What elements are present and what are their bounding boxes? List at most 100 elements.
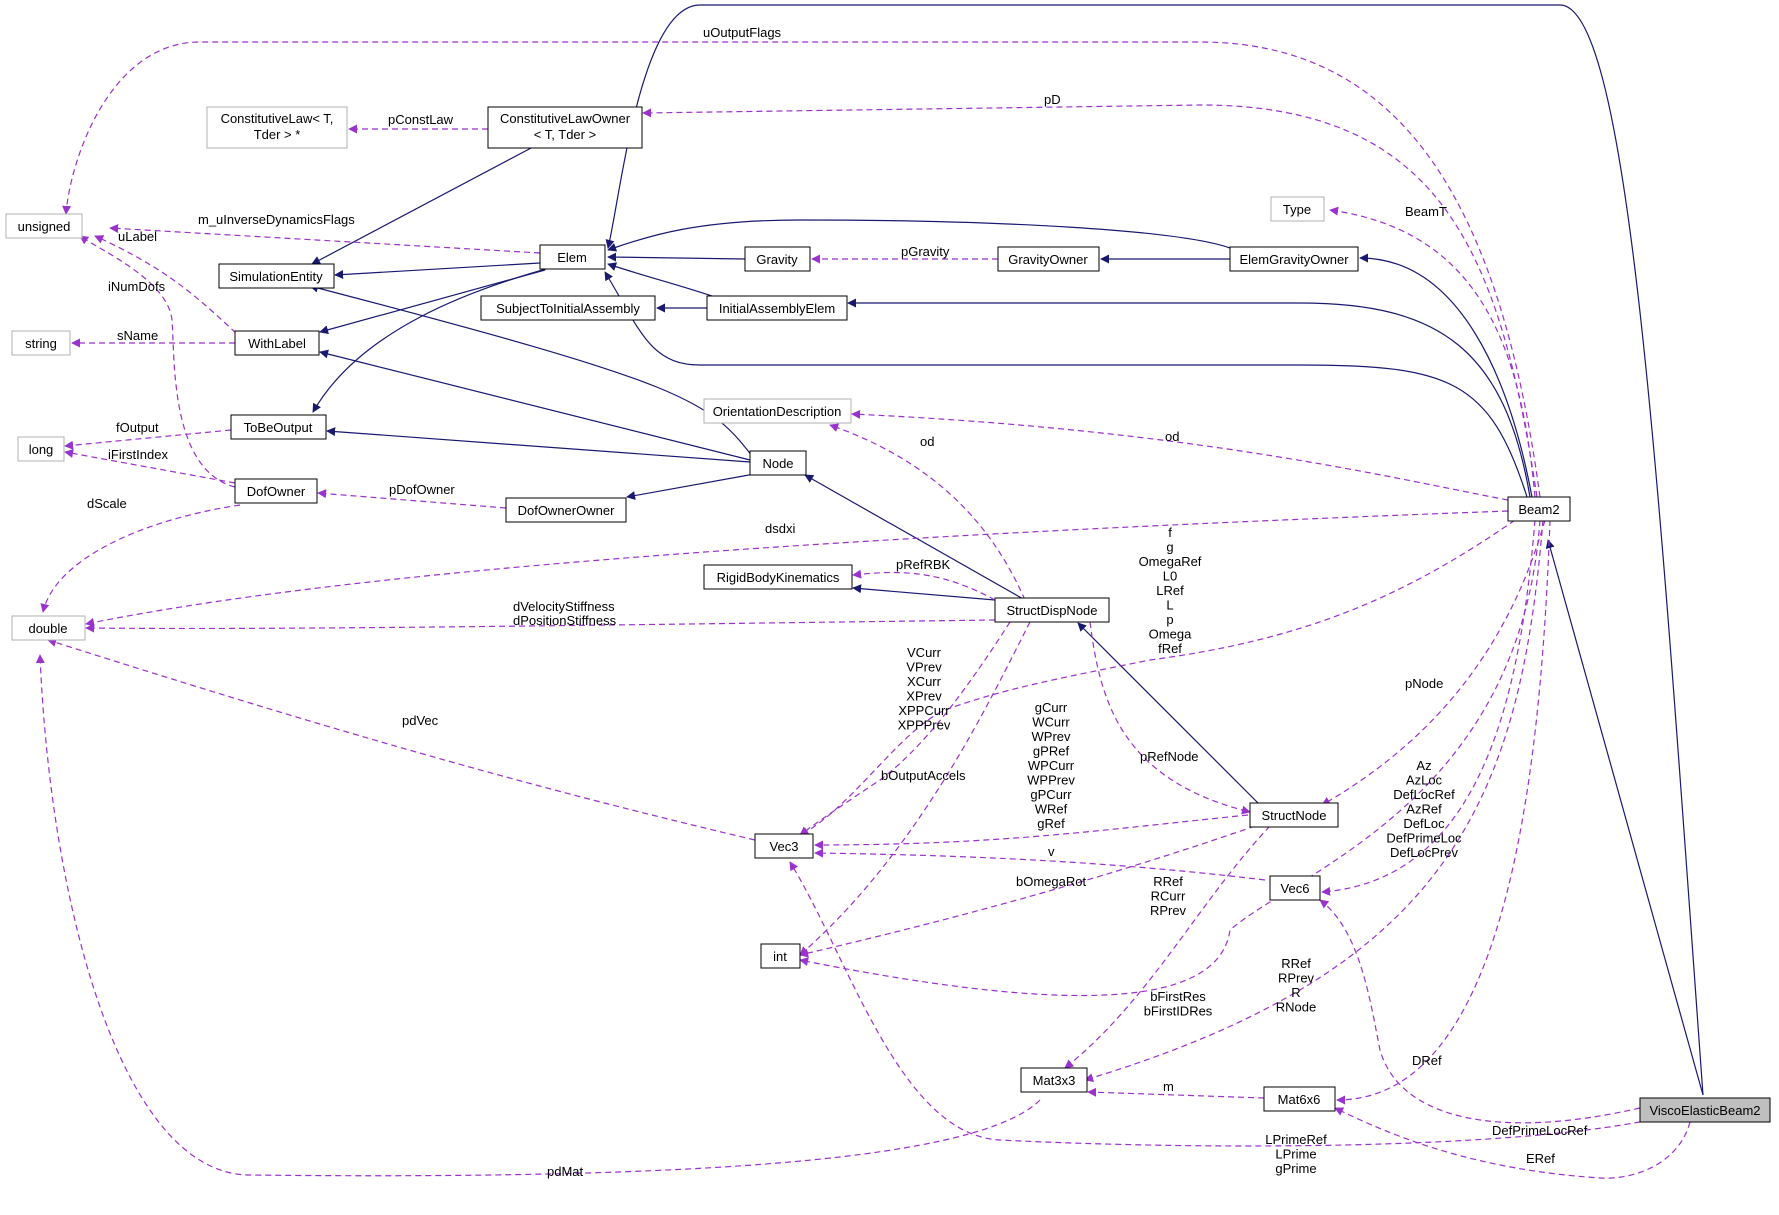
node-structnode[interactable]: StructNode [1249,802,1339,828]
node-mat3x3-label: Mat3x3 [1033,1073,1076,1088]
edge-beam2-pnode [1321,519,1546,806]
edge-label-line: gPrime [1275,1161,1316,1176]
edge-beam2-dsdxi [85,510,1509,627]
node-constitutivelawowner[interactable]: ConstitutiveLawOwner < T, Tder > [487,106,643,149]
edge-label-line: LPrime [1275,1147,1316,1162]
edge-label-line: WPrev [1032,729,1072,744]
node-simulationentity[interactable]: SimulationEntity [218,263,335,289]
edge-beam2-mat3x3 [1084,519,1544,1082]
edge-structnode-to-structdispnode [1077,622,1263,808]
node-dofowner[interactable]: DofOwner [234,478,318,504]
nodes: ConstitutiveLaw< T, Tder > * Constitutiv… [5,106,1771,1123]
edge-beam2-vec6 [1321,519,1536,896]
edge-beam2-to-elem [604,271,1528,498]
node-unsigned-label: unsigned [18,219,71,234]
edge-label-line: WRef [1035,802,1068,817]
node-withlabel[interactable]: WithLabel [234,330,320,356]
node-initialassemblyelem[interactable]: InitialAssemblyElem [706,295,848,321]
edge-dofowner-inumdofs [79,235,236,488]
node-long[interactable]: long [17,436,65,462]
edge-label-line: Az [1416,758,1431,773]
node-viscoelasticbeam2[interactable]: ViscoElasticBeam2 [1639,1097,1771,1123]
edge-label-line: R [1291,985,1300,1000]
node-beam2[interactable]: Beam2 [1507,496,1571,522]
label-dscale: dScale [87,496,127,511]
edge-structdispnode-to-rigidbody [852,584,996,601]
edge-structdispnode-prefnode [1089,621,1251,815]
label-od-beam: od [1165,429,1179,444]
node-mat6x6[interactable]: Mat6x6 [1263,1086,1336,1112]
node-dofownerowner[interactable]: DofOwnerOwner [505,497,627,523]
edge-label-line: gCurr [1035,700,1068,715]
node-elem[interactable]: Elem [539,244,606,270]
edge-tobeoutput-foutput [64,429,232,450]
node-elemgravityowner[interactable]: ElemGravityOwner [1229,246,1359,272]
node-type-label: Type [1283,202,1311,217]
label-bomegarot: bOmegaRot [1016,874,1086,889]
edge-label-line: VCurr [907,645,942,660]
node-type[interactable]: Type [1270,196,1325,222]
node-unsigned[interactable]: unsigned [5,213,83,239]
edge-label-line: RRef [1153,874,1183,889]
node-subjecttoinitialassembly[interactable]: SubjectToInitialAssembly [480,295,656,321]
edge-mat3x3-pdmat [35,654,1041,1177]
node-gravity[interactable]: Gravity [744,246,811,272]
edge-elem-uinversedynamics [109,223,541,254]
edge-label-line: WPCurr [1028,758,1075,773]
edge-label-line: OmegaRef [1139,554,1202,569]
node-gravityowner-label: GravityOwner [1008,252,1088,267]
edge-visco-vec6 [1319,899,1641,1124]
node-rigidbodykinematics[interactable]: RigidBodyKinematics [703,564,853,590]
edge-label-line: gPCurr [1030,787,1072,802]
node-structdispnode[interactable]: StructDispNode [994,597,1110,623]
edge-label-line: XCurr [907,674,942,689]
node-vec3[interactable]: Vec3 [754,833,814,859]
node-mat3x3[interactable]: Mat3x3 [1020,1067,1088,1093]
label-ifirstindex: iFirstIndex [108,447,168,462]
label-prefnode: pRefNode [1140,749,1199,764]
edge-vec3-pdvec [47,638,756,841]
label-defprimelocref: DefPrimeLocRef [1492,1123,1588,1138]
node-double[interactable]: double [11,615,86,641]
node-gravity-label: Gravity [756,252,798,267]
node-rigidbodykinematics-label: RigidBodyKinematics [717,570,840,585]
edge-beam2-to-initialassemblyelem [847,298,1531,498]
edge-structdispnode-boutputaccels [799,621,1031,956]
node-structdispnode-label: StructDispNode [1006,603,1097,618]
node-withlabel-label: WithLabel [248,336,306,351]
edge-label-line: RRef [1281,956,1311,971]
node-string[interactable]: string [11,330,71,356]
node-structnode-label: StructNode [1261,808,1326,823]
edge-node-to-withlabel [319,349,751,461]
edge-label-line: AzLoc [1406,773,1443,788]
label-pgravity: pGravity [901,244,950,259]
node-node[interactable]: Node [749,450,807,476]
edge-structdispnode-prefrbk [852,569,996,601]
node-mat6x6-label: Mat6x6 [1278,1092,1321,1107]
label-dsdxi: dsdxi [765,521,795,536]
edge-label-line: WPPrev [1027,773,1075,788]
edge-structnode-mat3x3 [1064,825,1271,1069]
edge-dofownerowner-pdofowner [317,489,507,509]
edge-label-line: DefPrimeLoc [1386,831,1462,846]
edge-visco-mat6x6 [1334,1107,1691,1179]
node-vec6[interactable]: Vec6 [1269,875,1321,901]
edge-elem-to-simulationentity [334,262,541,280]
label-foutput: fOutput [116,420,159,435]
node-orientationdescription[interactable]: OrientationDescription [703,398,852,424]
node-tobeoutput[interactable]: ToBeOutput [230,414,327,440]
node-gravityowner[interactable]: GravityOwner [997,246,1100,272]
edge-label-line: Omega [1149,627,1192,642]
node-int[interactable]: int [760,943,801,969]
node-constitutivelawowner-line2: < T, Tder > [534,127,596,142]
node-constitutivelaw[interactable]: ConstitutiveLaw< T, Tder > * [206,106,348,149]
label-dref: DRef [1412,1053,1442,1068]
edge-labels: uOutputFlags pD pConstLaw m_uInverseDyna… [87,25,1588,1179]
node-elemgravityowner-label: ElemGravityOwner [1239,252,1349,267]
usage-edges [35,41,1691,1179]
label-pnode: pNode [1405,676,1443,691]
label-pconstlaw: pConstLaw [388,112,454,127]
node-vec6-label: Vec6 [1281,881,1310,896]
